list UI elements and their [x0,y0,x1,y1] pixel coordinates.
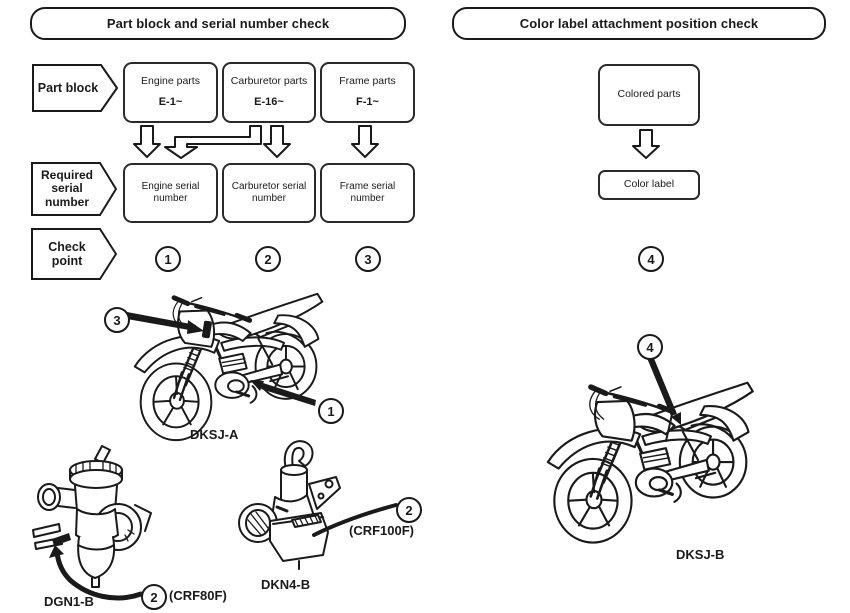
row-label-required-serial: Required serial number [31,162,117,216]
box-frame-serial-text: Frame serial number [339,180,396,205]
motorcycle-illustration-dksj-b [535,372,771,549]
box-engine-parts-title: Engine parts [141,75,200,88]
row-label-part-block: Part block [32,64,118,112]
check-point-3-num: 3 [364,251,372,267]
box-color-label-text: Color label [623,178,675,191]
model-label-dkn4-b: DKN4-B [261,577,311,592]
callout-1-num: 1 [327,403,335,419]
down-arrow-icon [133,125,161,158]
check-point-1-num: 1 [164,251,172,267]
box-colored-parts: Colored parts [598,64,700,126]
callout-2b-num: 2 [405,502,413,518]
pentagon-shape [31,228,117,280]
callout-4-color-label: 4 [637,334,663,360]
down-arrow-icon [263,125,291,158]
box-carburetor-parts: Carburetor parts E-16~ [222,62,316,123]
row-label-required-serial-text: Required serial number [40,167,93,209]
pentagon-shape [32,64,118,112]
carburetor-illustration-dkn4-b [238,440,341,570]
callout-2-carb-b: 2 [396,497,422,523]
box-engine-parts: Engine parts E-1~ [123,62,218,123]
callout-3-num: 3 [113,312,121,328]
check-point-4: 4 [638,246,664,272]
row-label-check-point: Check point [31,228,117,280]
box-engine-parts-code: E-1~ [158,96,183,109]
section-header-color-label-check: Color label attachment position check [452,7,826,40]
box-frame-parts-title: Frame parts [339,75,396,88]
section-header-left-text: Part block and serial number check [106,16,330,31]
model-label-dksj-b: DKSJ-B [676,547,725,562]
model-label-dgn1-b: DGN1-B [44,594,94,609]
check-point-4-num: 4 [647,251,655,267]
callout-1-engine-serial: 1 [318,398,344,424]
box-carburetor-parts-code: E-16~ [254,96,284,109]
box-carburetor-serial: Carburetor serial number [222,163,316,223]
box-engine-serial: Engine serial number [123,163,218,223]
pentagon-shape [31,162,117,216]
box-color-label: Color label [598,170,700,200]
box-frame-parts: Frame parts F-1~ [320,62,415,123]
down-arrow-icon [351,125,379,158]
row-label-check-point-text: Check point [48,240,86,268]
check-point-1: 1 [155,246,181,272]
box-colored-parts-text: Colored parts [617,88,681,101]
box-carburetor-parts-title: Carburetor parts [230,75,308,88]
callout-3-frame-serial: 3 [104,307,130,333]
callout-2-carb-a: 2 [141,584,167,610]
section-header-right-text: Color label attachment position check [519,16,759,31]
check-point-3: 3 [355,246,381,272]
check-point-2: 2 [255,246,281,272]
note-crf80f: (CRF80F) [169,588,227,603]
box-engine-serial-text: Engine serial number [141,180,200,205]
bent-arrow-icon [164,125,262,159]
box-carburetor-serial-text: Carburetor serial number [231,180,307,205]
row-label-part-block-text: Part block [37,81,99,95]
note-crf100f: (CRF100F) [349,523,415,538]
model-label-dksj-a: DKSJ-A [190,427,239,442]
carburetor-illustration-dgn1-b [32,445,152,588]
box-frame-parts-code: F-1~ [356,96,379,109]
section-header-serial-check: Part block and serial number check [30,7,406,40]
callout-4-num: 4 [646,339,654,355]
motorcycle-illustration-dksj-a [123,284,339,446]
check-point-2-num: 2 [264,251,272,267]
down-arrow-icon [632,129,660,159]
box-frame-serial: Frame serial number [320,163,415,223]
callout-2a-num: 2 [150,589,158,605]
